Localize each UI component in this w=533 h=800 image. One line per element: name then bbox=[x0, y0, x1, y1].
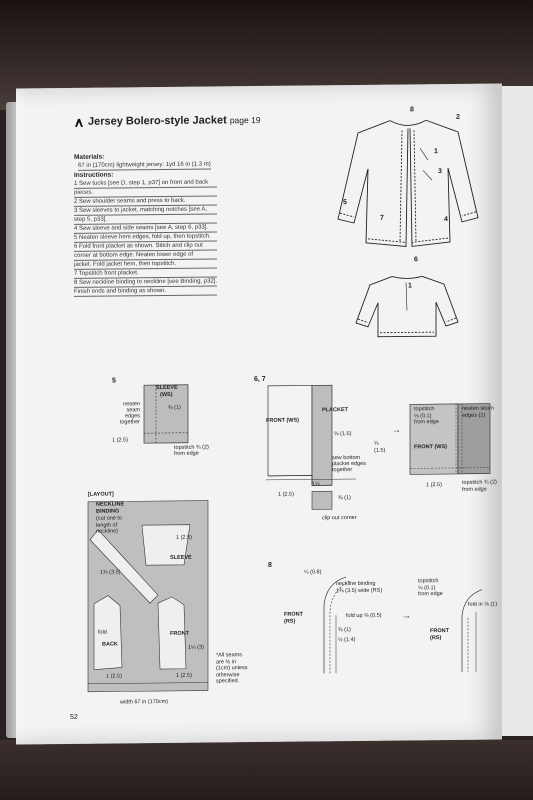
step67-measure-58b: ⅝(1.5) bbox=[374, 440, 386, 454]
arrow-right-icon-2: → bbox=[402, 610, 411, 621]
layout-heading: [LAYOUT] bbox=[88, 491, 114, 498]
step67-topstitch-b: topstitch ¾ (2)from edge bbox=[462, 479, 497, 493]
materials-text: 67 in (170cm) lightweight jersey: 1yd 16… bbox=[78, 160, 211, 171]
step-5-number: 5 bbox=[112, 377, 116, 385]
layout-back-label: BACK bbox=[102, 641, 118, 648]
layout-width-label: width 67 in (170cm) bbox=[120, 698, 168, 706]
step8-fold-up: fold up ⅝ (0.5) bbox=[346, 612, 382, 620]
layout-sleeve-label: SLEEVE bbox=[170, 554, 192, 561]
layout-fold-label: fold bbox=[98, 629, 107, 636]
instructions-list: 1 Sew tucks [see D, step 1, p37] on fron… bbox=[74, 178, 218, 297]
step-67-topstitch-diagram bbox=[409, 403, 491, 475]
step67-clip-note: clip out corner bbox=[322, 514, 357, 522]
step8-front-rs: FRONT(RS) bbox=[284, 611, 303, 625]
layout-measure-b2: 1 (2.5) bbox=[176, 672, 192, 679]
instruction-line: Finish ends and binding as shown. bbox=[74, 286, 218, 297]
callout-3: 3 bbox=[438, 168, 442, 176]
layout-measure-b1: 1 (2.5) bbox=[106, 673, 122, 680]
step67-measure-58: ⅝ (1.5) bbox=[334, 431, 352, 438]
callout-8: 8 bbox=[410, 106, 414, 114]
step-67-number: 6, 7 bbox=[254, 375, 266, 384]
arrow-right-icon: → bbox=[392, 424, 401, 435]
step67-measure-118: 1⅛ bbox=[312, 481, 320, 488]
step8-measure-14: ¼ (0.8) bbox=[304, 569, 322, 576]
callout-1: 1 bbox=[434, 148, 438, 156]
needle-icon bbox=[75, 118, 83, 127]
jacket-front-illustration bbox=[337, 119, 479, 247]
step5-measure-38: ⅜ (1) bbox=[168, 404, 181, 411]
layout-front-label: FRONT bbox=[170, 630, 189, 637]
step8-front-rs2: FRONT(RS) bbox=[430, 628, 449, 641]
step67-front-ws2: FRONT (WS) bbox=[414, 444, 447, 451]
step8-fold-in: fold in ⅝ (1) bbox=[468, 601, 498, 608]
step-8-binding-diagram bbox=[323, 576, 351, 674]
step-8-finish-diagram bbox=[461, 589, 483, 672]
callout-5: 5 bbox=[343, 199, 347, 207]
step8-measure-38: ⅜ (1) bbox=[338, 627, 351, 634]
step5-sleeve-label: SLEEVE bbox=[156, 384, 178, 392]
step-8-number: 8 bbox=[268, 561, 272, 569]
step67-measure-1c: 1 (2.5) bbox=[426, 482, 442, 489]
layout-diagram bbox=[87, 500, 209, 693]
instructions-heading: Instructions: bbox=[74, 171, 114, 179]
callout-2: 2 bbox=[456, 113, 460, 121]
callout-4: 4 bbox=[444, 216, 448, 224]
callout-6: 6 bbox=[414, 256, 418, 264]
step-5-sleeve-diagram bbox=[143, 384, 189, 444]
background-bottom bbox=[0, 740, 533, 800]
layout-measure-114: 1¼ (3) bbox=[188, 644, 204, 651]
step8-measure-12: ½ (1.4) bbox=[338, 636, 356, 644]
step5-ws-label: (WS) bbox=[160, 391, 173, 399]
callout-7: 7 bbox=[380, 214, 384, 222]
page-number: 52 bbox=[70, 713, 78, 721]
jacket-back-illustration bbox=[355, 275, 459, 338]
step5-measure-1: 1 (2.5) bbox=[112, 437, 128, 444]
step67-placket: PLACKET bbox=[322, 407, 348, 414]
step-67-placket-diagram bbox=[266, 384, 356, 510]
step67-measure-1: 1 (2.5) bbox=[278, 491, 294, 498]
step5-topstitch-note: topstitch ¾ (2)from edge bbox=[174, 444, 209, 457]
materials-heading: Materials: bbox=[74, 153, 105, 161]
layout-measure-top: 1 (2.5) bbox=[176, 534, 192, 541]
layout-measure-138: 1⅜ (3.5) bbox=[100, 569, 121, 576]
title-page-ref: page 19 bbox=[229, 114, 261, 126]
callout-1-back: 1 bbox=[408, 282, 412, 290]
step67-front-ws: FRONT (WS) bbox=[266, 417, 299, 424]
step67-measure-38: ⅜ (1) bbox=[338, 495, 351, 502]
